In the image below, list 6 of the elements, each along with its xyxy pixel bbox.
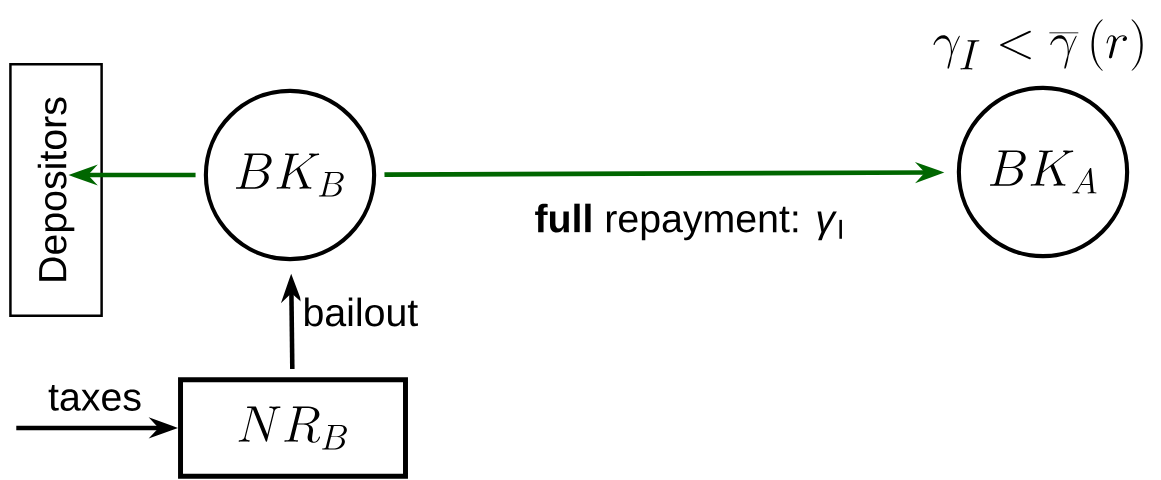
condition-formula: $\gamma_I < \overline{\gamma}\left(r\right)$: [933, 19, 1143, 71]
process-box: $NR_B$: [178, 377, 408, 479]
label-box: Depositors: [9, 63, 103, 317]
edge-label: bailout: [300, 295, 421, 329]
edge-label: full repayment: γ$_{I}$: [532, 201, 848, 243]
edge-label: taxes: [46, 383, 145, 413]
